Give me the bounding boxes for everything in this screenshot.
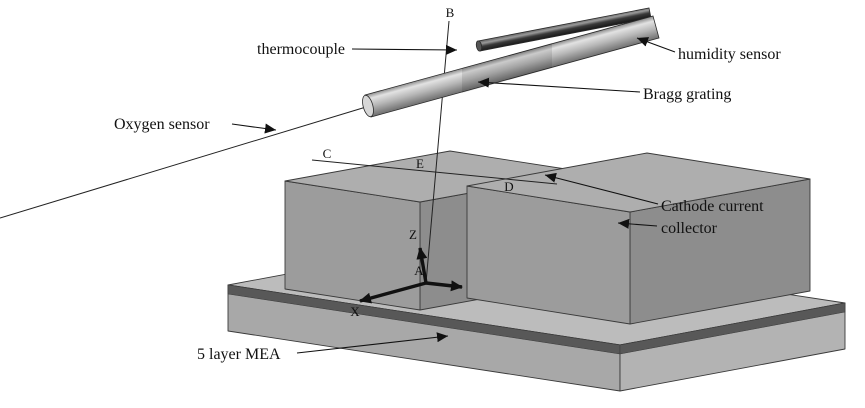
humidity-sensor-label: humidity sensor: [678, 46, 781, 63]
mea-label: 5 layer MEA: [197, 346, 281, 363]
axis-z-label: Z: [409, 227, 417, 242]
point-d-label: D: [504, 179, 513, 194]
axis-y-arrow: [425, 280, 463, 292]
point-b-label: B: [446, 5, 455, 20]
cathode-collector-label-line1: Cathode current: [661, 198, 764, 215]
axis-z-arrow: [416, 247, 428, 284]
cathode-collector-label-line2: collector: [661, 220, 718, 237]
reference-line-ced: [311, 159, 558, 185]
axis-x-arrow: [359, 281, 427, 304]
thermocouple-rod-end-cap: [475, 40, 483, 52]
axis-x-label: X: [350, 304, 360, 319]
point-c-label: C: [323, 146, 332, 161]
thermocouple-leader-arrow: [351, 44, 458, 55]
fiber-rod-end-cap: [362, 94, 374, 118]
cathode-collector-leader-arrow-2: [617, 218, 658, 229]
oxygen-sensor-fiber-line: [0, 106, 367, 219]
thermocouple-label: thermocouple: [257, 41, 345, 58]
bragg-grating-label: Bragg grating: [643, 86, 731, 103]
cathode-collector-leader-arrow-1: [544, 172, 659, 205]
mea-leader-arrow: [296, 332, 449, 354]
oxygen-sensor-label: Oxygen sensor: [114, 116, 210, 133]
point-a-label: A: [414, 263, 424, 278]
right-collector-top-face: [466, 152, 811, 213]
oxygen-sensor-leader-arrow: [231, 123, 277, 134]
point-e-label: E: [416, 156, 424, 171]
humidity-sensor-leader-arrow: [636, 37, 676, 53]
mea-layer-band-right: [619, 302, 846, 355]
reference-line-b: [425, 20, 450, 284]
bragg-grating-leader-arrow: [477, 77, 641, 93]
